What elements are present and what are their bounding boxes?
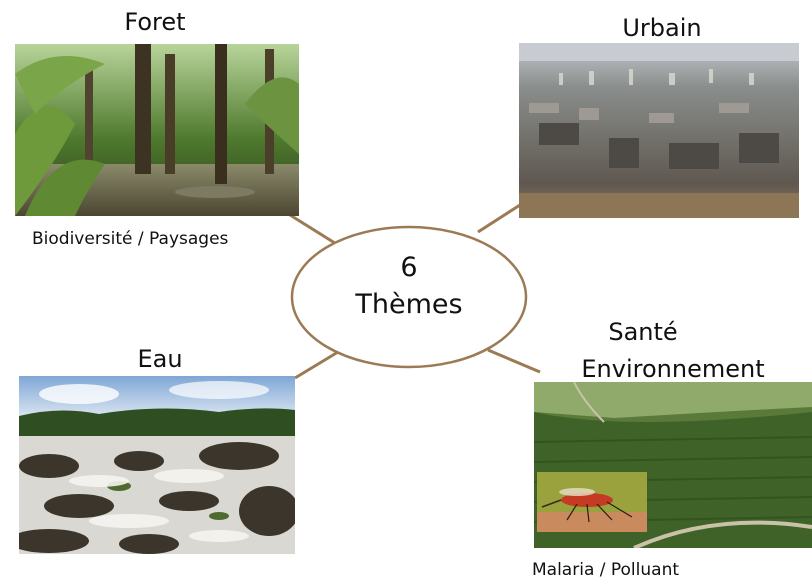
- connector-eau: [294, 350, 339, 380]
- center-label: 6 Thèmes: [350, 252, 468, 320]
- theme-title-eau: Eau: [137, 345, 183, 373]
- center-themes-label: Thèmes: [355, 289, 463, 320]
- center-number: 6: [400, 252, 418, 283]
- connector-sante: [487, 348, 541, 374]
- theme-caption-sante: Malaria / Polluant: [532, 560, 680, 580]
- connector-foret: [289, 213, 339, 247]
- theme-caption-foret: Biodiversité / Paysages: [32, 229, 229, 249]
- mosquito-photo: [537, 472, 647, 532]
- theme-title-environnement: Environnement: [581, 355, 765, 383]
- forest-photo: [15, 44, 299, 216]
- city-photo: [519, 43, 799, 218]
- connector-urbain: [477, 203, 521, 234]
- theme-title-sante: Santé: [608, 318, 678, 346]
- river-photo: [19, 376, 295, 554]
- theme-title-foret: Foret: [124, 8, 186, 36]
- theme-title-urbain: Urbain: [622, 14, 702, 42]
- center-ellipse: [290, 225, 528, 369]
